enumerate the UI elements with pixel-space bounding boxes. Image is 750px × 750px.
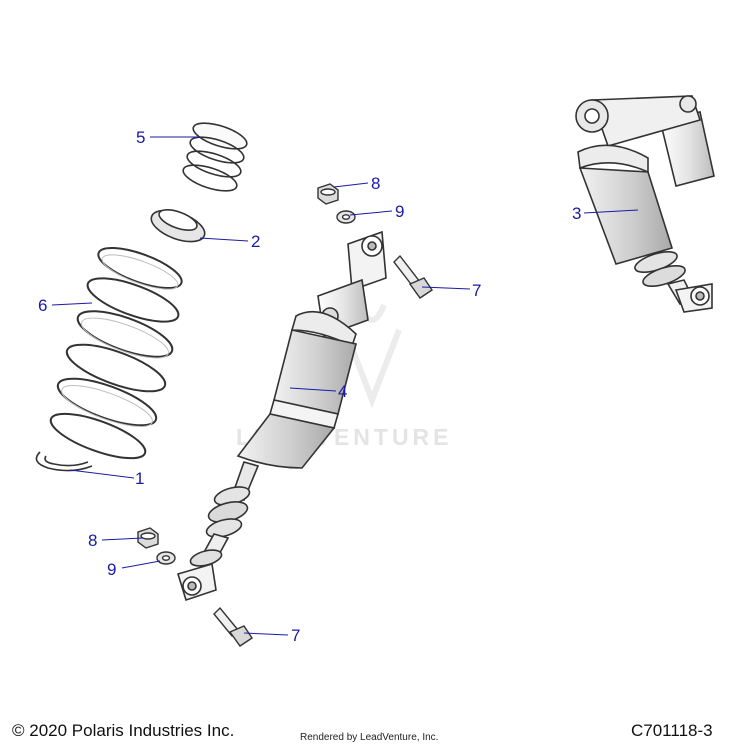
nut-lower-part <box>137 527 159 549</box>
leader-line-9-upper <box>349 210 393 216</box>
bolt-lower-part <box>213 606 253 647</box>
leader-line-7-upper <box>421 286 471 290</box>
callout-1: 1 <box>135 469 145 488</box>
leader-line-1 <box>69 469 135 479</box>
callout-7-upper: 7 <box>472 281 482 300</box>
callout-6: 6 <box>38 296 48 315</box>
spring-retainer-part <box>35 451 93 472</box>
callout-3: 3 <box>572 204 582 223</box>
copyright-text: © 2020 Polaris Industries Inc. <box>12 721 235 740</box>
shock-absorber-part <box>176 230 387 602</box>
callout-2: 2 <box>251 232 261 251</box>
leader-line-6 <box>51 302 93 306</box>
callout-9-upper: 9 <box>395 202 405 221</box>
callout-9-lower: 9 <box>107 560 117 579</box>
washer-upper-part <box>336 210 356 224</box>
leader-line-2 <box>199 237 249 242</box>
callout-4: 4 <box>338 382 348 401</box>
shock-assembly-part <box>575 95 715 313</box>
leader-line-3 <box>583 209 639 214</box>
nut-upper-part <box>317 183 339 205</box>
callout-8-lower: 8 <box>88 531 98 550</box>
leader-line-7-lower <box>243 632 289 636</box>
washer-lower-part <box>156 551 176 565</box>
callout-7-lower: 7 <box>291 626 301 645</box>
leader-line-8-lower <box>101 537 144 541</box>
rendered-by-text: Rendered by LeadVenture, Inc. <box>300 732 439 743</box>
bolt-upper-part <box>393 254 433 299</box>
spring-seat-part <box>150 209 206 243</box>
spring-upper-part <box>182 122 248 192</box>
leader-line-4 <box>289 387 337 392</box>
drawing-id-text: C701118-3 <box>631 721 713 740</box>
spring-main-sheen <box>61 254 179 427</box>
leader-lines <box>51 136 639 636</box>
spring-main-part <box>49 247 183 460</box>
leader-line-9-lower <box>121 560 161 569</box>
callout-5: 5 <box>136 128 146 147</box>
leader-line-8-upper <box>333 182 369 188</box>
callout-8-upper: 8 <box>371 174 381 193</box>
